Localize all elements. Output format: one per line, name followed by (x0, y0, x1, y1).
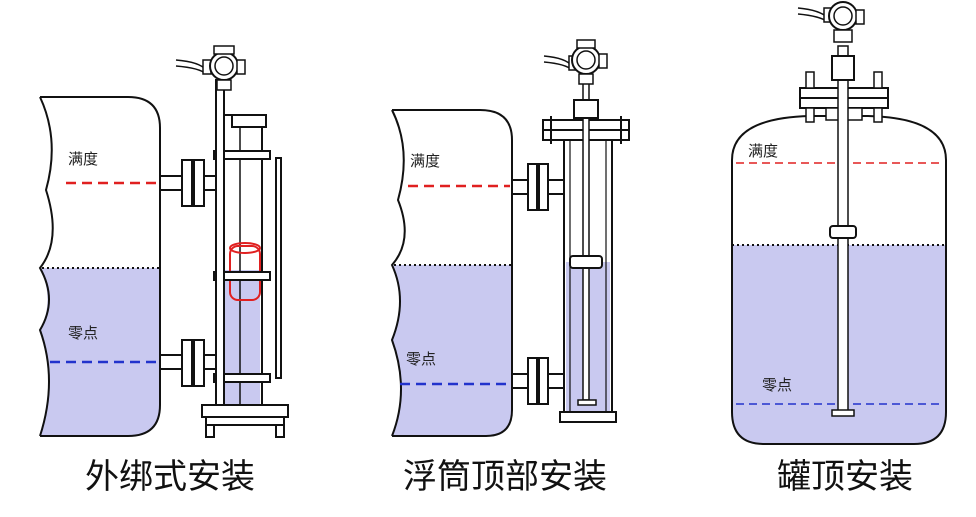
panel-float-top-mount: 满度 零点 (390, 39, 630, 437)
caption-side-mount: 外绑式安装 (85, 457, 255, 497)
float (829, 225, 857, 239)
tank-wall (390, 109, 513, 437)
float (569, 255, 603, 269)
base-flange (201, 404, 289, 418)
zero-label: 零点 (762, 376, 792, 394)
full-label: 满度 (748, 142, 778, 160)
transmitter-head (797, 1, 865, 81)
chamber-top-cap (231, 114, 267, 128)
full-label: 满度 (410, 152, 440, 170)
panel-side-mount: 满度 零点 (38, 45, 289, 438)
tank-liquid (392, 265, 512, 436)
zero-label: 零点 (406, 350, 436, 368)
transmitter-head (543, 39, 608, 119)
probe-rod (582, 79, 590, 401)
probe-tube (215, 79, 225, 411)
indicator-rod (275, 157, 282, 379)
tank-wall (38, 96, 161, 437)
caption-float-top-mount: 浮筒顶部安装 (403, 457, 607, 497)
tank-wall (731, 115, 947, 445)
tank-liquid (40, 268, 160, 436)
zero-label: 零点 (68, 324, 98, 342)
lower-flange (181, 339, 193, 387)
panel-tank-top-mount: 满度 零点 (731, 1, 947, 445)
transmitter-head (175, 45, 246, 91)
caption-tank-top-mount: 罐顶安装 (777, 457, 913, 497)
chamber-liquid (222, 270, 260, 405)
full-label: 满度 (68, 150, 98, 168)
upper-flange (181, 159, 193, 207)
clamp (213, 150, 271, 160)
